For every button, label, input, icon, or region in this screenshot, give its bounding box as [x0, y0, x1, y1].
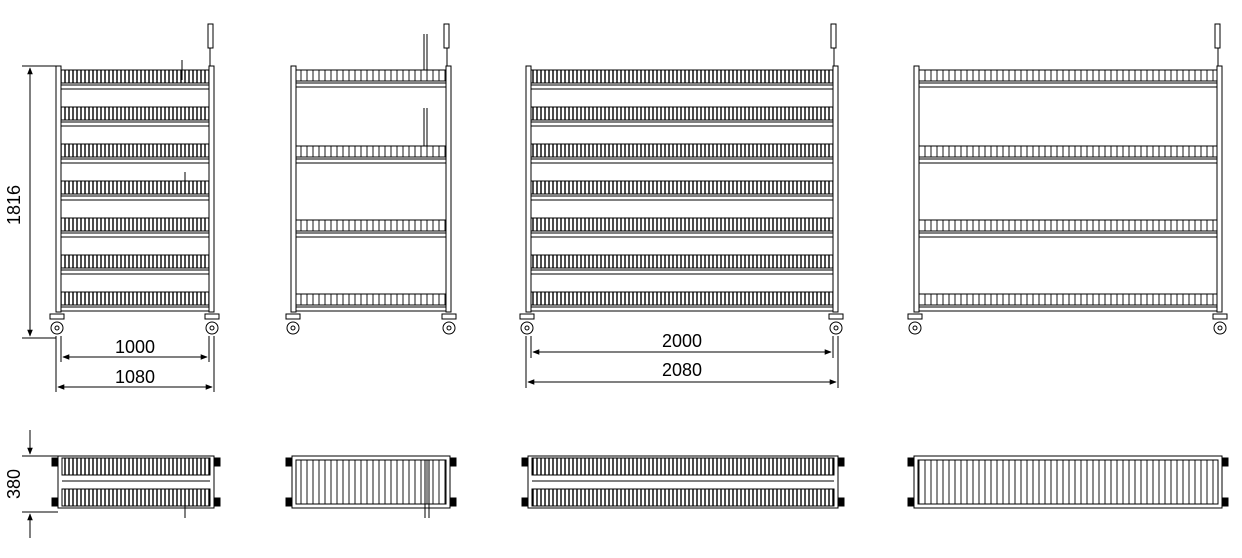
dimension-large-outer-label: 2080	[662, 360, 702, 380]
top-view-3	[521, 455, 845, 509]
top-view-4	[907, 455, 1229, 509]
dimension-height-label: 1816	[4, 185, 24, 225]
caster-icon	[828, 313, 844, 335]
dimension-large-inner	[530, 336, 834, 358]
caster-icon	[204, 313, 220, 335]
caster-icon	[285, 313, 301, 335]
view-front-wide	[519, 23, 844, 335]
dimension-large-outer	[525, 336, 839, 388]
caster-icon	[441, 313, 457, 335]
dimension-small-outer-label: 1080	[115, 367, 155, 387]
dimension-depth	[22, 430, 58, 538]
caster-icon	[1212, 313, 1228, 335]
dimension-small-inner-label: 1000	[115, 337, 155, 357]
dimension-large-inner-label: 2000	[662, 331, 702, 351]
caster-icon	[49, 313, 65, 335]
dimension-height	[22, 65, 56, 339]
dimension-small-inner	[60, 336, 210, 362]
caster-icon	[907, 313, 923, 335]
dimension-depth-label: 380	[4, 469, 24, 499]
top-view-2	[285, 455, 457, 518]
view-side-narrow	[285, 23, 457, 335]
top-view-1	[51, 455, 221, 518]
caster-icon	[519, 313, 535, 335]
view-side-wide	[907, 23, 1228, 335]
dimension-small-outer	[55, 336, 215, 392]
view-front-narrow	[49, 23, 220, 335]
